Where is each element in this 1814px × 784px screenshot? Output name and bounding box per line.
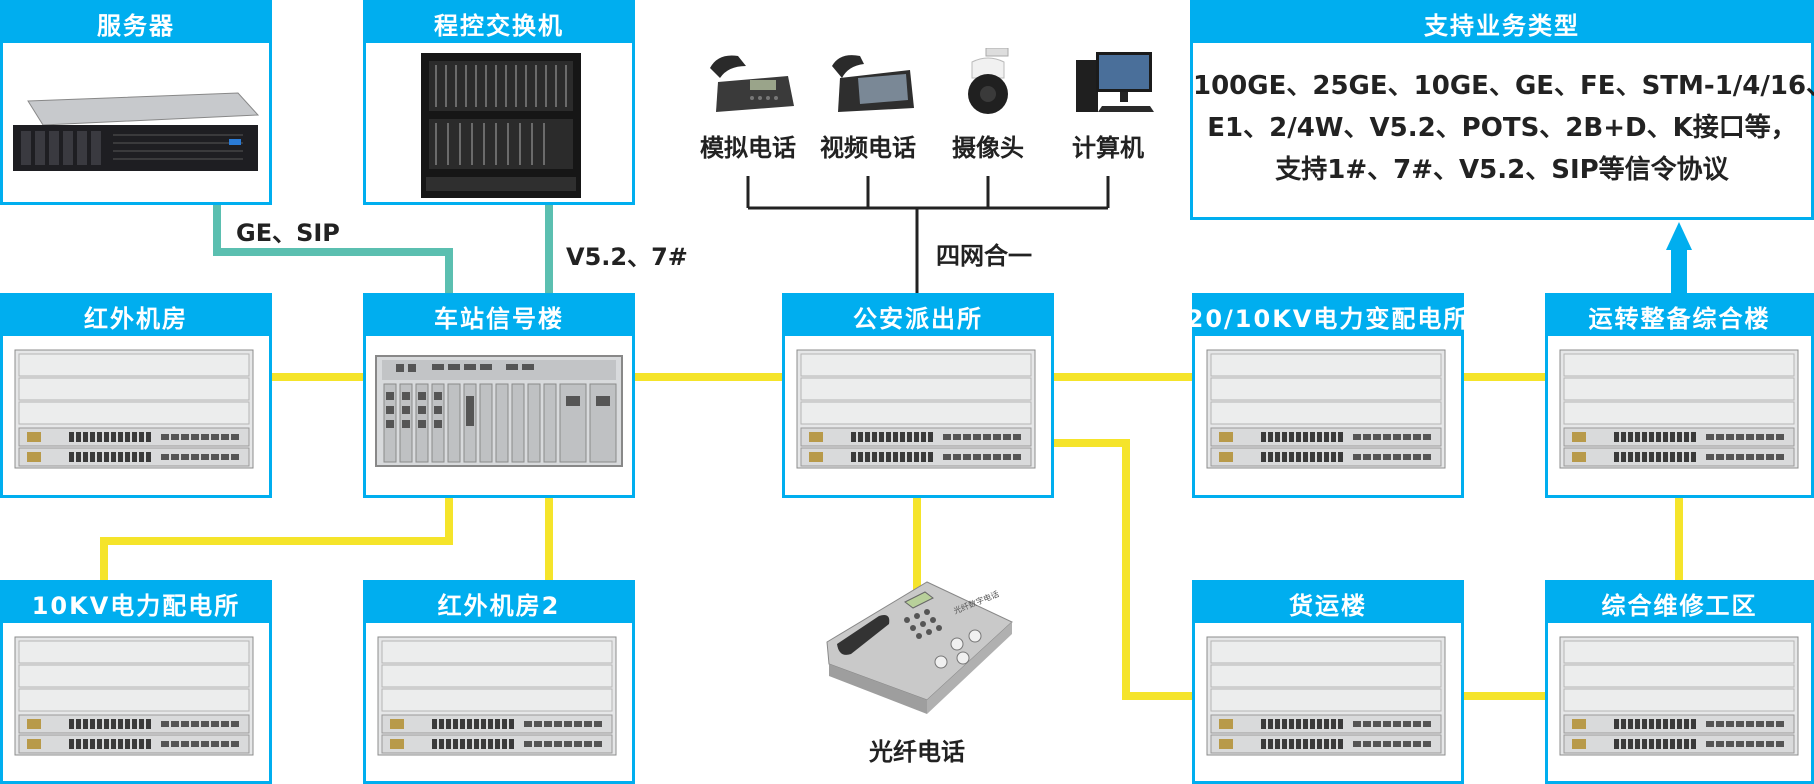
switch-rack-icon xyxy=(1548,623,1811,781)
label-ge-sip: GE、SIP xyxy=(236,219,340,247)
chassis-icon xyxy=(366,336,632,495)
node-title: 红外机房 xyxy=(3,296,269,336)
device-video-phone: 视频电话 xyxy=(800,48,936,163)
link-station-substation10 xyxy=(100,496,453,580)
services-line: 支持1#、7#、V5.2、SIP等信令协议 xyxy=(1275,155,1729,185)
node-repair-area: 综合维修工区 xyxy=(1545,580,1814,784)
device-computer: 计算机 xyxy=(1040,48,1176,163)
node-title: 公安派出所 xyxy=(785,296,1051,336)
device-caption: 模拟电话 xyxy=(700,134,796,162)
switch-rack-icon xyxy=(366,623,632,781)
node-title: 程控交换机 xyxy=(366,3,632,43)
switch-rack-icon xyxy=(3,623,269,781)
label-v52-7: V5.2、7# xyxy=(566,243,688,271)
node-police-station: 公安派出所 xyxy=(782,293,1054,498)
node-station-signal: 车站信号楼 xyxy=(363,293,635,498)
switch-rack-icon xyxy=(3,336,269,495)
node-title: 综合维修工区 xyxy=(1548,583,1811,623)
node-maintenance-building: 运转整备综合楼 xyxy=(1545,293,1814,498)
node-infrared-room: 红外机房 xyxy=(0,293,272,498)
switch-rack-icon xyxy=(1195,623,1461,781)
node-substation-20kv: 20/10KV电力变配电所 xyxy=(1187,293,1467,498)
node-title: 服务器 xyxy=(3,3,269,43)
fiber-phone-icon: 光纤数字电话 xyxy=(826,581,1013,714)
node-server: 服务器 xyxy=(0,0,272,205)
services-panel: 支持业务类型 100GE、25GE、10GE、GE、FE、STM-1/4/16、… xyxy=(1190,0,1814,220)
services-title: 支持业务类型 xyxy=(1193,3,1811,43)
node-title: 20/10KV电力变配电所 xyxy=(1187,296,1467,336)
node-title: 运转整备综合楼 xyxy=(1548,296,1811,336)
node-title: 红外机房2 xyxy=(366,583,632,623)
node-substation-10kv: 10KV电力配电所 xyxy=(0,580,272,784)
camera-icon xyxy=(968,47,1009,114)
phone-icon xyxy=(710,55,794,112)
switch-rack-icon xyxy=(785,336,1051,495)
services-list: 100GE、25GE、10GE、GE、FE、STM-1/4/16、 E1、2/4… xyxy=(1193,43,1814,191)
label-four-in-one: 四网合一 xyxy=(936,242,1032,270)
services-line: 100GE、25GE、10GE、GE、FE、STM-1/4/16、 xyxy=(1193,71,1814,101)
node-infrared-room-2: 红外机房2 xyxy=(363,580,635,784)
video-phone-icon xyxy=(832,55,914,112)
node-title: 车站信号楼 xyxy=(366,296,632,336)
device-caption: 视频电话 xyxy=(820,134,916,162)
device-caption: 摄像头 xyxy=(952,134,1024,162)
node-title: 10KV电力配电所 xyxy=(3,583,269,623)
device-caption: 计算机 xyxy=(1072,134,1144,162)
computer-icon xyxy=(1076,52,1154,112)
node-freight-building: 货运楼 xyxy=(1192,580,1464,784)
device-analog-phone: 模拟电话 xyxy=(680,48,816,163)
switch-rack-icon xyxy=(1195,336,1461,495)
link-police-freight xyxy=(1051,439,1192,700)
up-arrow-icon xyxy=(1666,222,1692,294)
device-caption: 光纤电话 xyxy=(869,738,965,766)
pbx-cabinet-icon xyxy=(366,43,632,202)
server-icon xyxy=(3,43,269,202)
node-title: 货运楼 xyxy=(1195,583,1461,623)
link-server-station xyxy=(213,205,453,293)
device-camera: 摄像头 xyxy=(920,47,1056,163)
device-fiber-phone: 光纤数字电话 光纤电话 xyxy=(812,572,1022,767)
switch-rack-icon xyxy=(1548,336,1811,495)
node-pbx: 程控交换机 xyxy=(363,0,635,205)
services-line: E1、2/4W、V5.2、POTS、2B+D、K接口等， xyxy=(1207,113,1797,143)
